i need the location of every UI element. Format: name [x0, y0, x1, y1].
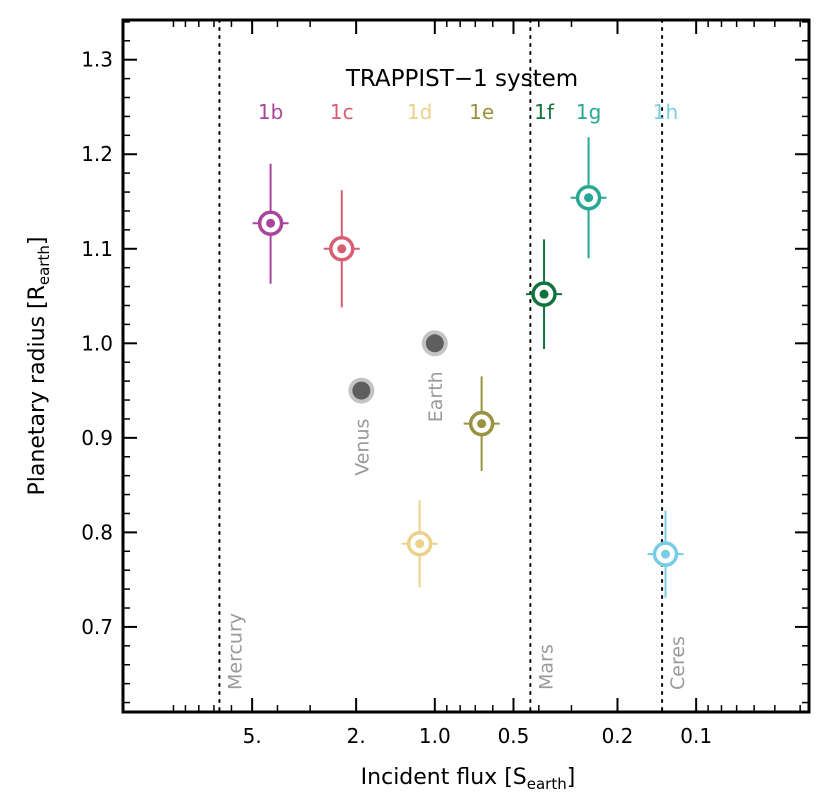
- vline-label-mars: Mars: [535, 644, 557, 690]
- planet-dot-1g: [584, 193, 594, 203]
- plot-frame: [121, 18, 811, 714]
- planet-label-1e: 1e: [469, 100, 494, 124]
- y-tick-label: 1.2: [81, 142, 113, 166]
- x-axis-label-sub: earth: [527, 775, 567, 793]
- planet-label-1g: 1g: [576, 100, 601, 124]
- trappist-planets: 1b 1c 1d 1e 1f 1g 1h: [252, 100, 684, 598]
- x-tick-label: 2.: [347, 724, 366, 748]
- x-tick-label: 5.: [243, 724, 262, 748]
- chart-title: TRAPPIST−1 system: [345, 66, 578, 92]
- x-axis-label: Incident flux [Searth]: [361, 765, 576, 793]
- y-tick-label: 0.9: [81, 426, 113, 450]
- ref-label-earth: Earth: [425, 371, 447, 422]
- tick-labels: 0.7 0.8 0.9 1.0 1.1 1.2 1.3 5. 2. 1.0 0.5 0.2 0.1: [81, 48, 712, 748]
- reference-lines: Mercury Mars Ceres: [218, 19, 689, 713]
- y-axis-label-main: Planetary radius [R: [25, 285, 50, 495]
- planet-label-1b: 1b: [258, 100, 283, 124]
- y-tick-label: 1.3: [81, 48, 113, 72]
- x-tick-label: 0.5: [498, 724, 530, 748]
- planet-label-1c: 1c: [330, 100, 354, 124]
- ref-point-earth: [425, 334, 444, 353]
- planet-label-1h: 1h: [653, 100, 678, 124]
- planet-dot-1f: [539, 289, 549, 299]
- y-tick-label: 0.8: [81, 520, 113, 544]
- x-axis-label-end: ]: [567, 765, 576, 790]
- planet-dot-1c: [337, 244, 347, 254]
- x-tick-label: 0.2: [602, 724, 634, 748]
- planet-dot-1d: [415, 539, 425, 549]
- x-axis-label-main: Incident flux [S: [361, 765, 527, 790]
- ref-point-venus: [352, 381, 371, 400]
- planet-label-1f: 1f: [534, 100, 555, 124]
- planet-dot-1h: [661, 549, 671, 559]
- x-tick-label: 0.1: [680, 724, 712, 748]
- planet-label-1d: 1d: [407, 100, 432, 124]
- vline-label-mercury: Mercury: [224, 613, 246, 690]
- x-tick-label: 1.0: [419, 724, 451, 748]
- y-axis-label: Planetary radius [Rearth]: [25, 237, 53, 496]
- y-axis-label-end: ]: [25, 237, 50, 246]
- planet-dot-1e: [477, 419, 487, 429]
- y-tick-label: 1.1: [81, 237, 113, 261]
- y-tick-label: 0.7: [81, 615, 113, 639]
- ref-label-venus: Venus: [351, 419, 373, 476]
- vline-label-ceres: Ceres: [667, 636, 689, 690]
- reference-planets: Venus Earth: [348, 330, 448, 476]
- y-tick-label: 1.0: [81, 331, 113, 355]
- planet-dot-1b: [266, 218, 276, 228]
- y-axis-label-sub: earth: [35, 245, 53, 285]
